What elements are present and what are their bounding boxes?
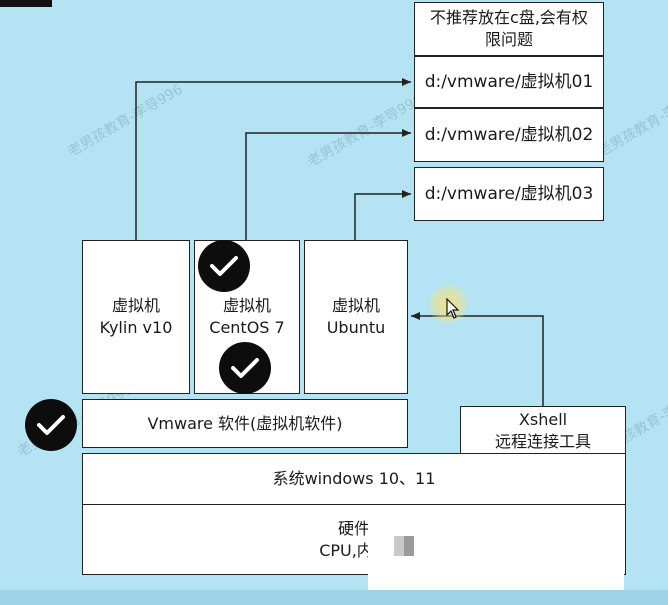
os-box: 系统windows 10、11 [82, 453, 626, 505]
vm-centos-line2: CentOS 7 [209, 318, 285, 337]
xshell-box: Xshell 远程连接工具 [460, 406, 626, 456]
vm-centos-line1: 虚拟机 [222, 296, 271, 315]
bottom-strip [0, 590, 668, 605]
note-line-2: 限问题 [484, 30, 533, 49]
mouse-pointer-icon [446, 298, 460, 319]
vm-ubuntu-line1: 虚拟机 [331, 296, 380, 315]
check-circle-icon [198, 240, 250, 292]
note-line-1: 不推荐放在c盘,会有权 [430, 8, 588, 27]
path-box-02: d:/vmware/虚拟机02 [414, 108, 604, 162]
arrow-xshell-to-ubuntu [411, 312, 544, 406]
os-label: 系统windows 10、11 [272, 469, 436, 488]
watermark: 老男孩教育-李导996 [65, 81, 186, 161]
vm-kylin-line1: 虚拟机 [111, 296, 160, 315]
top-dark-bar [0, 0, 52, 7]
arrow-kylin-to-path01 [135, 78, 411, 240]
check-circle-icon [25, 399, 77, 451]
arrow-ubuntu-to-path03 [354, 190, 411, 240]
path-label-01: d:/vmware/虚拟机01 [424, 72, 594, 92]
path-box-01: d:/vmware/虚拟机01 [414, 56, 604, 108]
xshell-line2: 远程连接工具 [494, 432, 591, 451]
vm-ubuntu-line2: Ubuntu [326, 318, 386, 337]
watermark: 老男孩教育-李导996 [595, 81, 668, 161]
path-box-03: d:/vmware/虚拟机03 [414, 167, 604, 221]
path-label-03: d:/vmware/虚拟机03 [424, 184, 594, 204]
blurred-region [394, 536, 414, 556]
vmware-box: Vmware 软件(虚拟机软件) [82, 399, 408, 448]
path-label-02: d:/vmware/虚拟机02 [424, 125, 594, 145]
check-circle-icon [219, 342, 271, 394]
xshell-line1: Xshell [518, 410, 568, 429]
note-box: 不推荐放在c盘,会有权 限问题 [414, 2, 604, 56]
watermark: 老男孩教育-李导996 [305, 91, 426, 171]
vmware-label: Vmware 软件(虚拟机软件) [147, 413, 343, 433]
vm-box-ubuntu: 虚拟机 Ubuntu [304, 240, 408, 394]
vm-kylin-line2: Kylin v10 [99, 318, 173, 337]
hardware-line1: 硬件 [337, 518, 370, 538]
vm-box-kylin: 虚拟机 Kylin v10 [82, 240, 190, 394]
